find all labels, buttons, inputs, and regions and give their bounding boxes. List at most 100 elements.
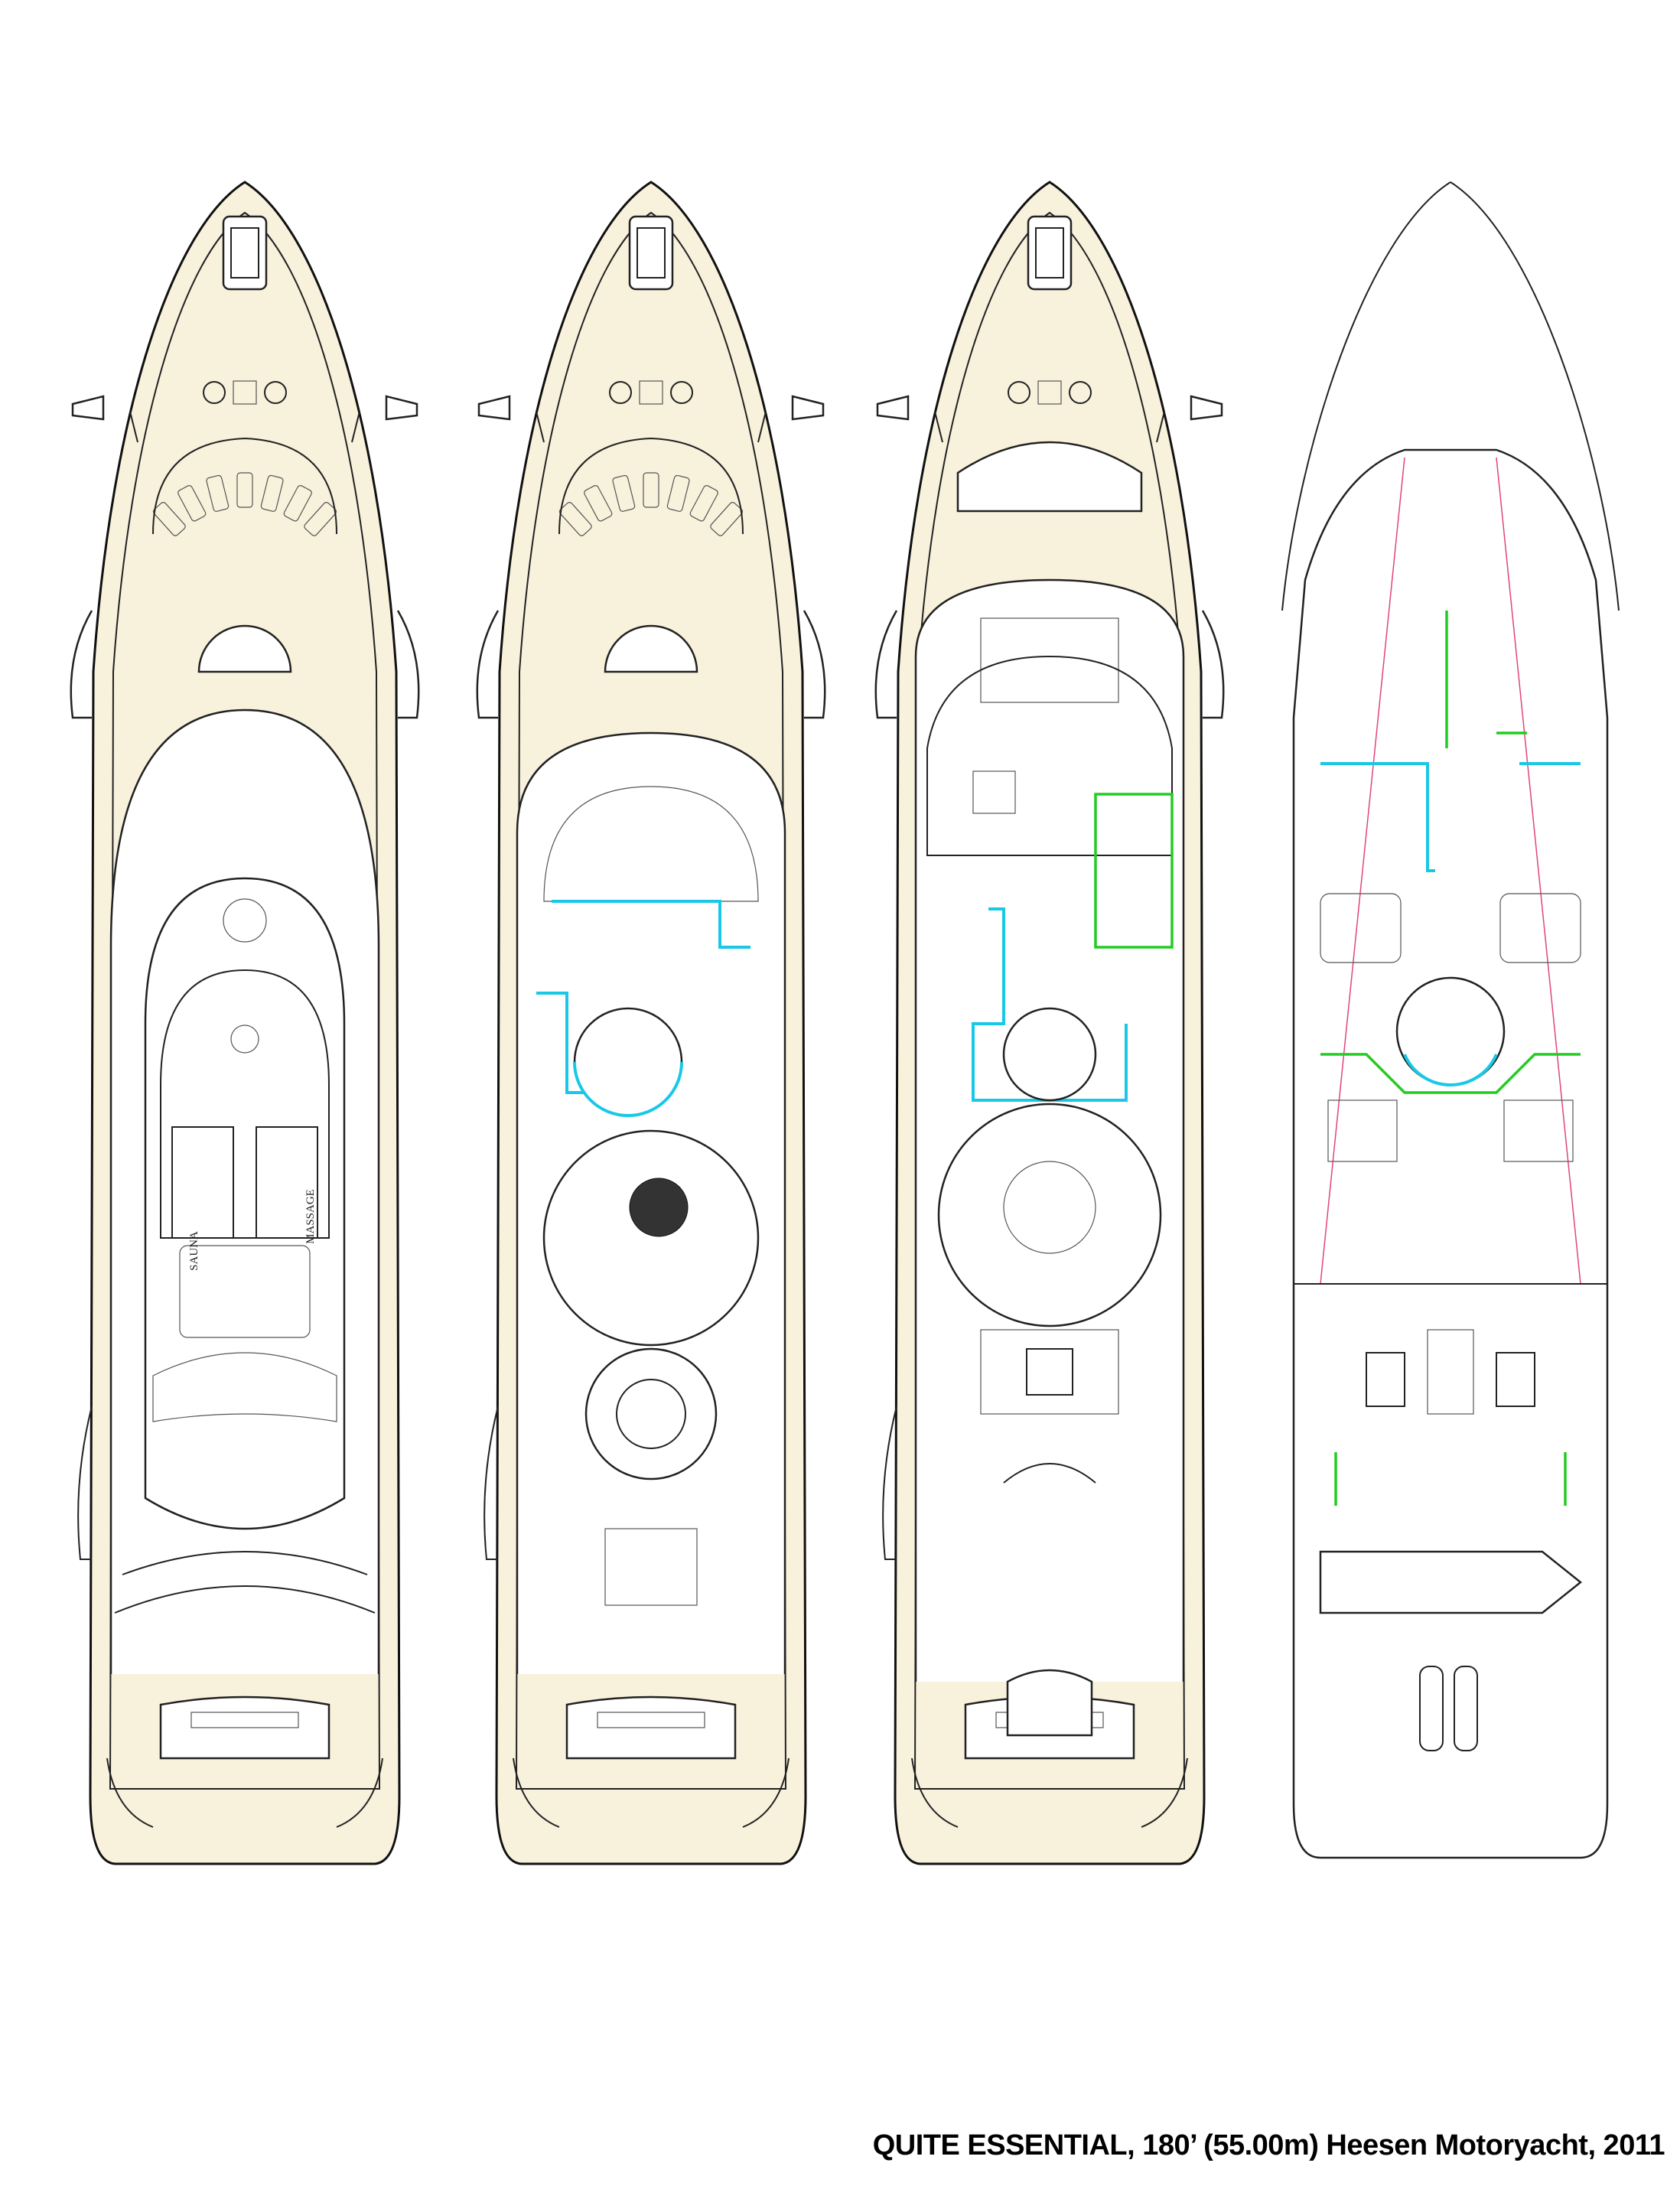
jacuzzi: [604, 624, 698, 673]
skylight-dome: [223, 898, 267, 943]
aft-bar: [1003, 1463, 1096, 1484]
engine-starboard: [1496, 1352, 1535, 1407]
sun-lounger: [710, 502, 744, 536]
anchor-pockets: [876, 395, 1223, 421]
sun-lounger: [612, 474, 636, 512]
jetski-2: [1454, 1666, 1478, 1751]
saloon: [937, 1103, 1162, 1327]
starboard-wing: [803, 610, 826, 719]
swim-platform-detail: [190, 1712, 299, 1728]
sauna-room-label: SAUNA: [188, 1231, 200, 1271]
bulwark-line: [515, 211, 787, 1790]
round-dining: [584, 1347, 718, 1481]
sun-lounger: [236, 472, 253, 508]
gym-spa-enclosure: [144, 877, 346, 1530]
massage-room: [256, 1126, 318, 1239]
port-wing: [476, 610, 500, 719]
tank-green-walls: [1334, 1452, 1567, 1506]
port-fender: [77, 1406, 93, 1560]
port-wing: [874, 610, 898, 719]
aft-stairs: [1006, 1669, 1093, 1737]
port-fender: [483, 1406, 499, 1560]
bulwark-line: [913, 211, 1186, 1790]
aft-lounge-table: [604, 1528, 698, 1606]
main-deck-plan: [874, 181, 1225, 1865]
circular-lounge: [542, 1129, 760, 1347]
bulkhead-cyan: [552, 900, 750, 949]
sauna-room: [171, 1126, 234, 1239]
bow-hatch: [1037, 380, 1062, 405]
aft-sofa: [152, 1352, 337, 1422]
swim-platform-detail: [597, 1712, 705, 1728]
winch-detail: [1035, 227, 1064, 279]
bulwark-line: [109, 211, 381, 1790]
sun-lounger: [666, 474, 690, 512]
wall-green: [1094, 793, 1174, 949]
sun-lounger: [643, 472, 659, 508]
massage-room-label: MASSAGE: [304, 1189, 317, 1244]
master-entry: [956, 441, 1143, 513]
capstan-starboard: [670, 381, 693, 404]
lower-hull: [1292, 448, 1609, 1859]
bow-outline-ghost: [1281, 181, 1451, 611]
foredeck-seating-arc: [152, 437, 337, 535]
port-fender: [882, 1406, 897, 1560]
bulkhead-cyan-2: [536, 992, 590, 1094]
dining-table: [616, 1379, 686, 1449]
anchor-winch: [1027, 215, 1073, 291]
spa-room: [160, 969, 330, 1239]
lower-deck-plan: [1281, 181, 1620, 1859]
capstan-port: [609, 381, 632, 404]
frame-lines: [1320, 457, 1581, 1285]
master-bath: [980, 617, 1119, 703]
aft-deck-arcs: [114, 1551, 376, 1614]
crew-green-walls: [1445, 611, 1527, 748]
sun-lounger: [260, 474, 284, 512]
sun-lounger: [584, 485, 613, 522]
anchor-winch: [628, 215, 674, 291]
bow-hatch: [233, 380, 257, 405]
engine-control: [1427, 1329, 1474, 1415]
anchor-arms: [934, 411, 1165, 443]
sun-lounger: [177, 485, 207, 522]
crew-bulkhead: [1320, 762, 1581, 872]
sun-lounger: [689, 485, 718, 522]
stern-stairs: [513, 1757, 790, 1828]
port-wing: [70, 610, 93, 719]
stair-wall-cyan: [573, 1061, 683, 1117]
capstan-port: [203, 381, 226, 404]
bridge-deck-plan: [476, 181, 826, 1865]
guest-cabin-starboard: [1499, 893, 1581, 963]
sun-lounger: [206, 474, 230, 512]
starboard-wing: [1201, 610, 1225, 719]
anchor-arms: [536, 411, 767, 443]
vip-cabin-port: [1327, 1099, 1398, 1162]
sun-deck-plan: [70, 181, 420, 1865]
stern-stairs: [911, 1757, 1188, 1828]
bulkhead-cyan: [972, 907, 1128, 1102]
dining-area: [980, 1329, 1119, 1415]
gym-area: [179, 1245, 311, 1338]
stern-stairs: [106, 1757, 383, 1828]
spa-fixture: [230, 1024, 259, 1054]
stair-cyan: [1403, 1054, 1498, 1086]
bed-detail: [972, 770, 1016, 814]
sun-lounger: [152, 502, 186, 536]
staircase: [1002, 1007, 1097, 1102]
bow-hatch: [639, 380, 663, 405]
master-suite: [926, 655, 1173, 856]
jetski-1: [1419, 1666, 1444, 1751]
sun-lounger: [283, 485, 312, 522]
bow-outline-ghost: [1450, 181, 1620, 611]
engine-port: [1366, 1352, 1405, 1407]
saloon-dome: [1003, 1161, 1096, 1254]
starboard-wing: [396, 610, 420, 719]
skylight-pattern: [629, 1178, 689, 1237]
anchor-pockets: [71, 395, 418, 421]
guest-green-wall: [1320, 1053, 1581, 1094]
tender: [1319, 1550, 1583, 1614]
jacuzzi: [197, 624, 292, 673]
drawing-caption: QUITE ESSENTIAL, 180’ (55.00m) Heesen Mo…: [872, 2129, 1665, 2161]
anchor-arms: [129, 411, 360, 443]
